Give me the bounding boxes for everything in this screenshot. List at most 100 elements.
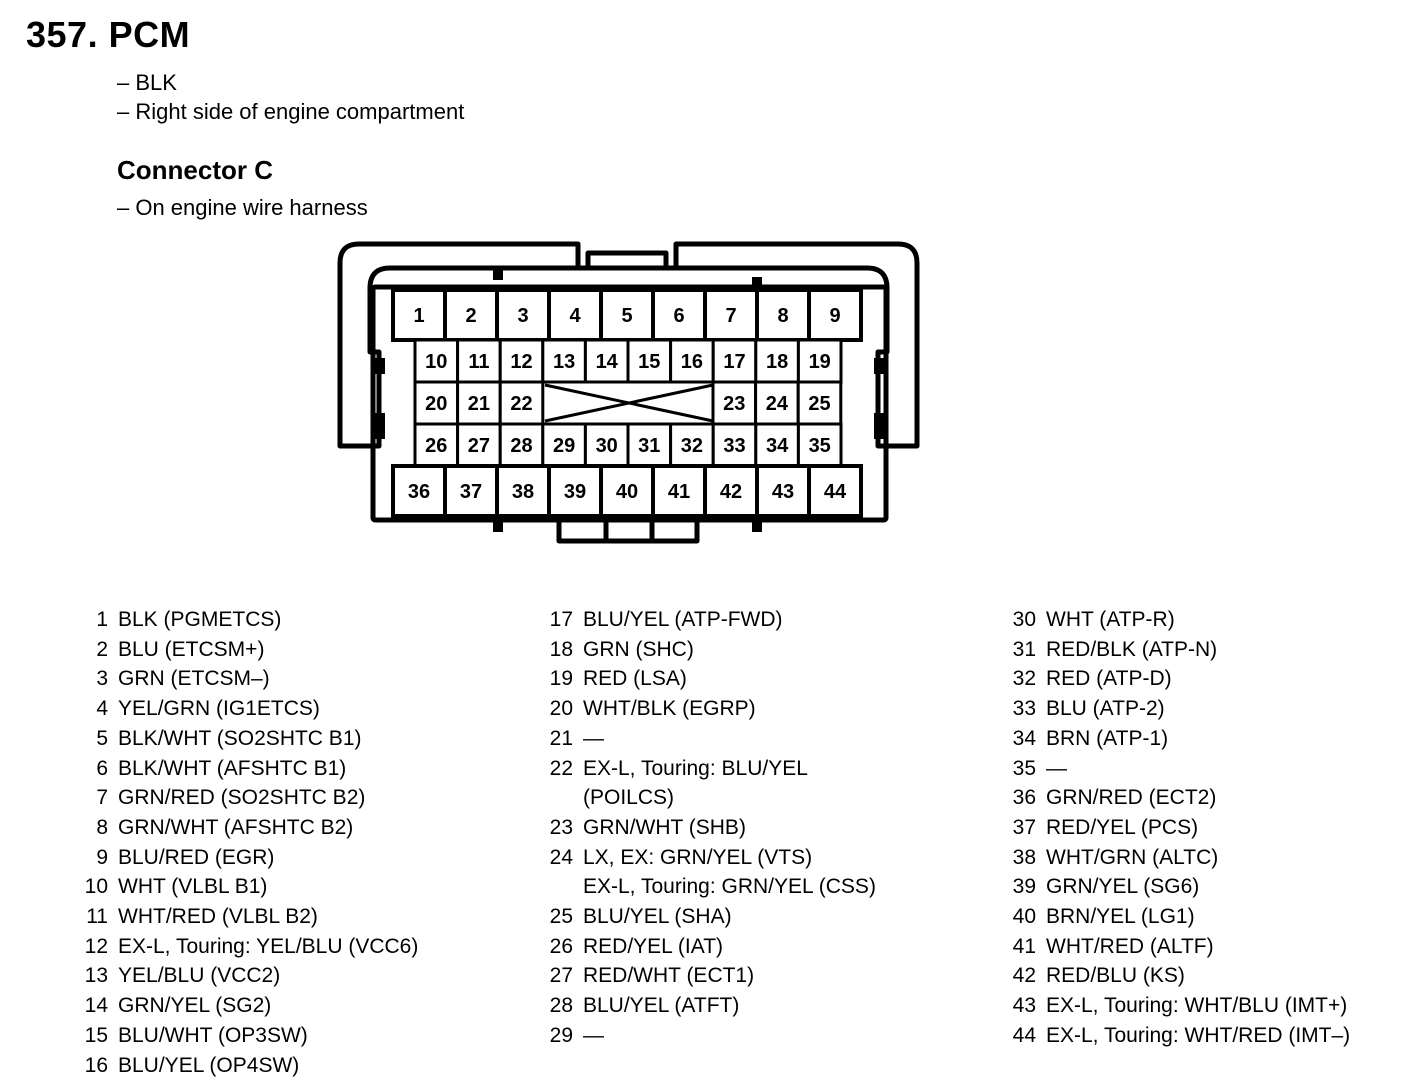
- pin-number: 22: [549, 756, 573, 780]
- pin-label: 4: [569, 305, 581, 327]
- pin-description: YEL/GRN (IG1ETCS): [118, 697, 320, 721]
- connector-key-left-upper: [373, 358, 385, 374]
- connector-key-right-lower: [874, 413, 886, 439]
- pin-number: 8: [96, 815, 108, 839]
- page-title: 357. PCM: [26, 14, 191, 55]
- pin-number: 25: [549, 905, 573, 929]
- pin-description: EX-L, Touring: WHT/BLU (IMT+): [1046, 994, 1348, 1018]
- pin-number: 29: [549, 1023, 573, 1047]
- blocked-cavities-x: [544, 383, 714, 423]
- pin-number: 39: [1012, 875, 1036, 899]
- pin-description: —: [583, 726, 604, 750]
- pin-cavity: [599, 464, 655, 518]
- pin-description: —: [1046, 756, 1067, 780]
- pin-cavity: [498, 338, 545, 384]
- pin-number: 27: [549, 964, 573, 988]
- pin-description: RED/BLK (ATP-N): [1046, 637, 1218, 661]
- pin-label: 42: [720, 481, 742, 503]
- pin-number: 6: [96, 756, 108, 780]
- pin-label: 24: [766, 393, 789, 415]
- pin-label: 35: [809, 435, 831, 457]
- pin-description: BLU/YEL (OP4SW): [118, 1053, 300, 1077]
- pin-description: —: [583, 1023, 604, 1047]
- connector-color: – BLK: [117, 70, 177, 95]
- pin-description: GRN/RED (ECT2): [1046, 786, 1217, 810]
- pin-description: WHT/RED (ALTF): [1046, 934, 1214, 958]
- pin-number: 10: [84, 875, 108, 899]
- pin-description: YEL/BLU (VCC2): [118, 964, 281, 988]
- pin-label: 32: [681, 435, 703, 457]
- pin-label: 9: [829, 305, 840, 327]
- pin-label: 17: [723, 351, 745, 373]
- connector-key-left-lower: [373, 413, 385, 439]
- pin-number: 31: [1012, 637, 1036, 661]
- pin-number: 36: [1012, 786, 1036, 810]
- pin-cavity: [391, 288, 447, 342]
- pin-label: 3: [517, 305, 528, 327]
- pin-label: 22: [510, 393, 532, 415]
- pin-number: 34: [1012, 726, 1036, 750]
- pin-label: 1: [413, 305, 424, 327]
- pin-number: 26: [549, 934, 573, 958]
- pin-list-item: 36 GRN/RED (ECT2): [1008, 783, 1350, 813]
- pin-cavity: [495, 464, 551, 518]
- pin-label: 15: [638, 351, 660, 373]
- pin-description: WHT (ATP-R): [1046, 608, 1175, 631]
- pin-description: BLK (PGMETCS): [118, 608, 282, 631]
- pin-number: 1: [96, 608, 108, 631]
- pin-description: GRN/WHT (AFSHTC B2): [118, 815, 354, 839]
- pin-description: RED/BLU (KS): [1046, 964, 1185, 988]
- pin-label: 34: [766, 435, 789, 457]
- pin-number: 15: [84, 1023, 108, 1047]
- pin-label: 16: [681, 351, 703, 373]
- pin-label: 11: [468, 351, 489, 373]
- pin-description: RED (LSA): [583, 667, 687, 691]
- pin-number: 33: [1012, 697, 1036, 721]
- pin-number: 43: [1012, 994, 1036, 1018]
- pin-number: 23: [549, 815, 573, 839]
- pin-cavity: [796, 338, 843, 384]
- pin-description: BLU/YEL (ATFT): [583, 994, 740, 1018]
- pin-number: 9: [96, 845, 108, 869]
- pin-label: 38: [512, 481, 534, 503]
- pin-description: GRN/YEL (SG2): [118, 994, 272, 1018]
- pin-cavity: [547, 464, 603, 518]
- pin-label: 27: [468, 435, 490, 457]
- connector-key-top-right: [752, 277, 762, 287]
- connector-key-bottom-right: [752, 522, 762, 532]
- pin-description: EX-L, Touring: YEL/BLU (VCC6): [118, 934, 419, 958]
- pin-label: 31: [638, 435, 660, 457]
- pin-label: 29: [553, 435, 575, 457]
- connector-key-right-upper: [874, 358, 886, 374]
- connector-outer-shell: [337, 241, 920, 449]
- pin-description: EX-L, Touring: WHT/RED (IMT–): [1046, 1023, 1351, 1047]
- pin-label: 21: [468, 393, 490, 415]
- pin-cavity: [796, 422, 843, 468]
- pin-description: BLU/YEL (ATP-FWD): [583, 608, 783, 631]
- pin-cavity: [498, 422, 545, 468]
- pin-label: 20: [425, 393, 447, 415]
- pin-number: 21: [549, 726, 573, 750]
- pin-label: 8: [777, 305, 788, 327]
- pin-label: 33: [723, 435, 745, 457]
- pin-label: 19: [809, 351, 831, 373]
- pin-label: 39: [564, 481, 586, 503]
- pin-number: 35: [1012, 756, 1036, 780]
- pin-list-item: 31 RED/BLK (ATP-N): [1008, 635, 1350, 665]
- pin-number: 5: [96, 726, 108, 750]
